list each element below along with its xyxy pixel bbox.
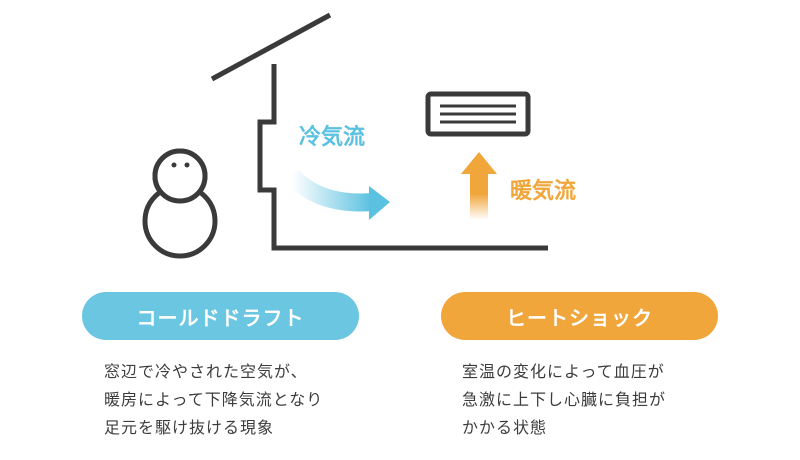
heat-shock-line-2: 急激に上下し心臓に負担が — [462, 390, 667, 409]
heat-shock-description: 室温の変化によって血圧が 急激に上下し心臓に負担が かかる状態 — [462, 358, 666, 442]
cold-air-label: 冷気流 — [299, 124, 365, 150]
air-conditioner-icon — [425, 91, 531, 137]
cold-draft-description: 窓辺で冷やされた空気が、 暖房によって下降気流となり 足元を駆け抜ける現象 — [104, 358, 323, 442]
cold-draft-title: コールドドラフト — [136, 305, 305, 330]
warm-air-label: 暖気流 — [510, 178, 576, 204]
snowman-icon — [142, 148, 218, 259]
cold-draft-line-2: 暖房によって下降気流となり — [104, 390, 324, 409]
cold-draft-title-badge: コールドドラフト — [82, 292, 359, 340]
heat-shock-title-badge: ヒートショック — [441, 292, 718, 340]
warm-air-arrow-icon — [461, 152, 497, 220]
cold-draft-line-3: 足元を駆け抜ける現象 — [104, 418, 275, 437]
heat-shock-line-1: 室温の変化によって血圧が — [462, 362, 665, 381]
house-outline-icon — [210, 12, 548, 251]
heat-shock-line-3: かかる状態 — [462, 418, 548, 437]
heat-shock-title: ヒートショック — [506, 305, 653, 330]
cool-air-arrow-icon — [285, 169, 390, 220]
cold-draft-line-1: 窓辺で冷やされた空気が、 — [104, 362, 308, 381]
